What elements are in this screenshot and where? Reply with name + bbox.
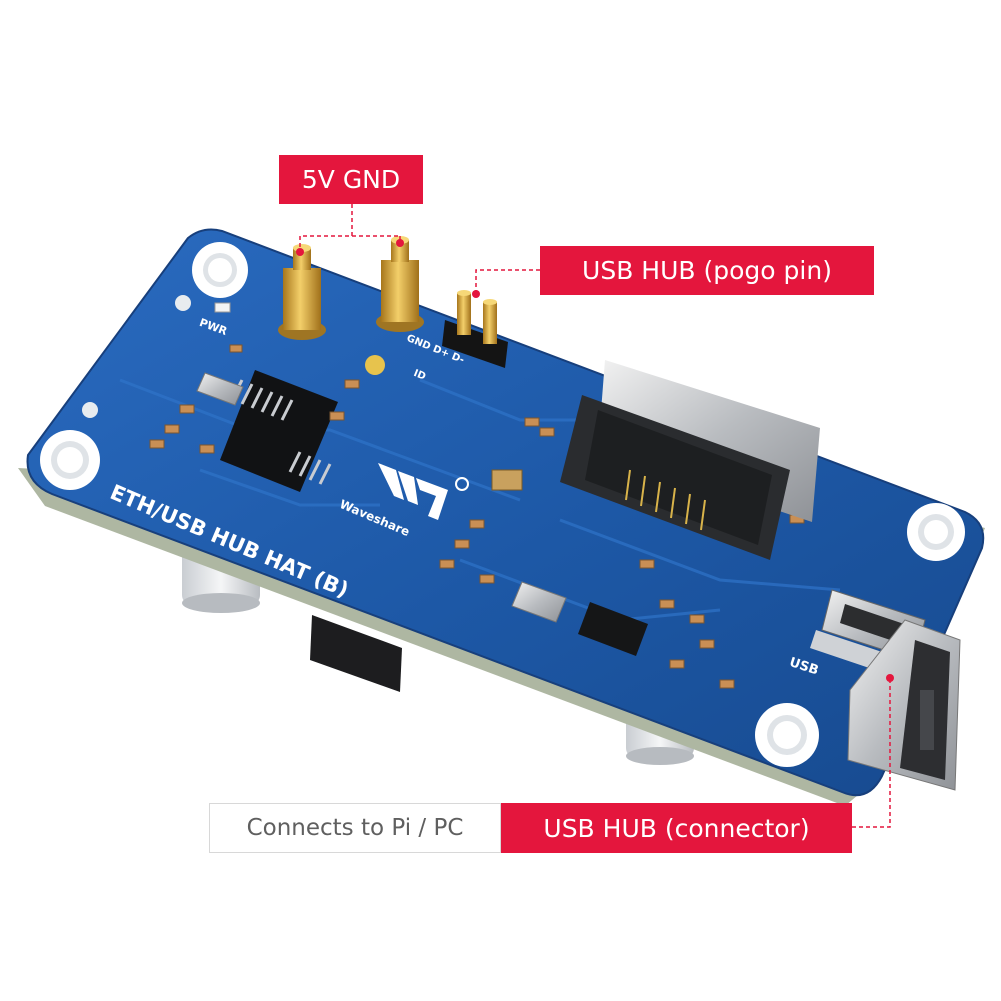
capacitor xyxy=(491,469,523,491)
pwr-led xyxy=(214,302,231,313)
callout-connects-to-pi-pc: Connects to Pi / PC xyxy=(209,803,501,853)
mounting-holes xyxy=(40,242,965,767)
crystals xyxy=(196,372,567,623)
smd-components xyxy=(149,344,805,689)
waveshare-logo xyxy=(378,463,469,520)
main-ic xyxy=(220,370,338,492)
pogo-pins-data xyxy=(442,290,508,368)
callout-5v-gnd: 5V GND xyxy=(279,155,423,204)
callout-usb-hub-connector: USB HUB (connector) xyxy=(501,803,852,853)
usb-a-connector xyxy=(847,619,961,791)
callout-usb-hub-pogo-pin: USB HUB (pogo pin) xyxy=(540,246,874,295)
ethernet-jack xyxy=(560,360,820,560)
pcb-board xyxy=(26,228,985,797)
leader-dots xyxy=(296,239,894,682)
leader-lines xyxy=(299,204,891,828)
small-ic xyxy=(578,602,648,656)
